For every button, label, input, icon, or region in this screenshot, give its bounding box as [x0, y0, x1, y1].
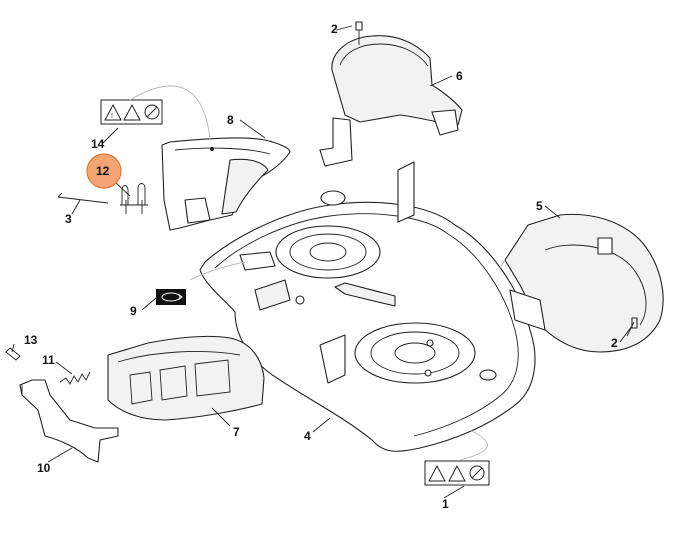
blade-direction-decal	[156, 289, 186, 305]
deflector-spring	[120, 183, 148, 214]
callout-8: 8	[227, 113, 234, 127]
callout-2-top: 2	[331, 22, 338, 36]
callout-3: 3	[65, 212, 72, 226]
screw-13	[5, 347, 21, 361]
callout-4: 4	[304, 429, 311, 443]
highlight-circle-12	[86, 153, 122, 189]
belt-cover-top	[319, 21, 463, 167]
callout-13: 13	[24, 333, 38, 347]
warning-label-1	[424, 460, 490, 486]
callout-6: 6	[456, 69, 463, 83]
callout-7: 7	[233, 425, 240, 439]
callout-12: 12	[96, 164, 110, 178]
svg-text:!: !	[111, 113, 113, 120]
hinge-rod	[57, 192, 109, 204]
screw-2-lower	[626, 321, 635, 337]
warning-label-14: !	[100, 99, 163, 125]
mulch-plate	[107, 335, 265, 421]
callout-9: 9	[130, 304, 137, 318]
discharge-chute	[161, 137, 291, 231]
callout-11: 11	[42, 353, 55, 367]
callout-14: 14	[91, 137, 105, 151]
callout-5: 5	[536, 199, 543, 213]
mower-deck	[199, 161, 536, 452]
belt-cover-side	[504, 213, 664, 353]
callout-10: 10	[37, 461, 51, 475]
callout-1: 1	[442, 497, 449, 511]
tension-spring	[59, 371, 91, 385]
mounting-plate	[19, 379, 119, 463]
callout-2-bottom: 2	[611, 336, 618, 350]
